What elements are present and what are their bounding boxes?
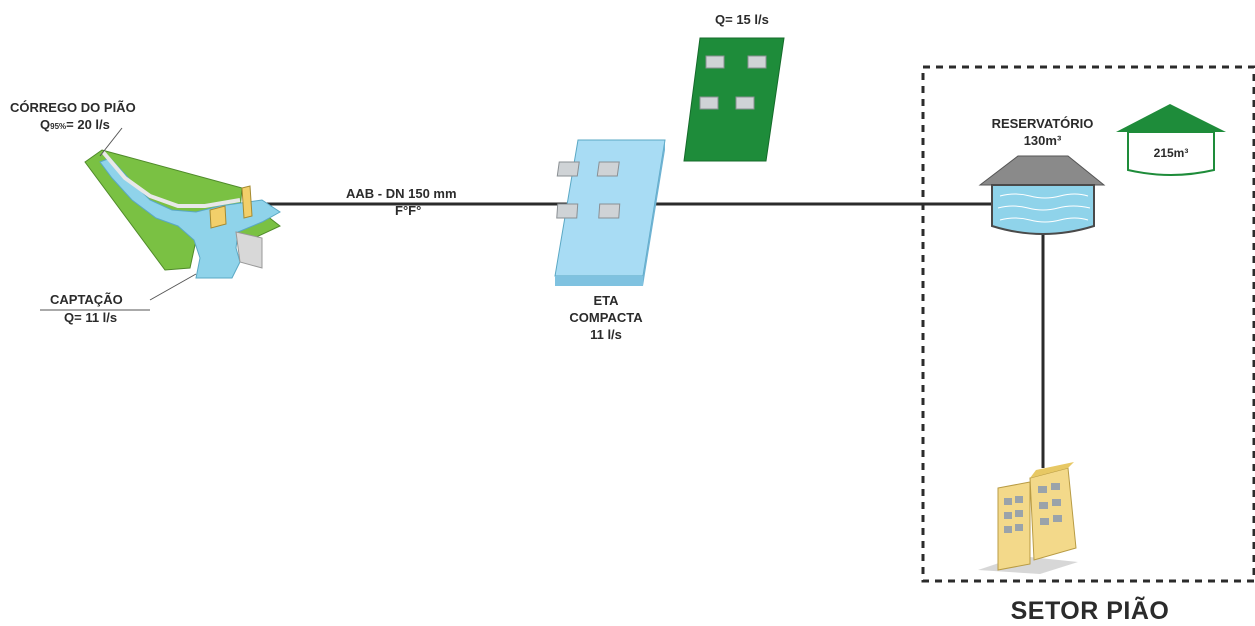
eta-name-line1: ETA [593,293,619,308]
intake-leader-line [149,273,197,301]
future-reservoir-icon [1116,104,1226,176]
eta-name-line2: COMPACTA [569,310,643,325]
future-plant-box [683,37,785,162]
eta-capacity-label: 11 l/s [590,327,622,342]
reservoir-volume-label: 130m³ [1023,133,1062,148]
intake-name-label: CAPTAÇÃO [50,292,123,307]
intake-illustration [84,149,281,279]
reservoir-name-label: RESERVATÓRIO [991,116,1094,131]
source-name-label: CÓRREGO DO PIÃO [10,100,136,115]
buildings-icon [978,462,1078,574]
source-flow-value: = 20 l/s [66,117,110,132]
intake-flow-label: Q= 11 l/s [64,310,118,325]
sector-boundary [921,65,1255,583]
future-plant-flow-label: Q= 15 l/s [715,12,769,27]
pipeline-label: AAB - DN 150 mm [346,186,457,201]
source-flow-prefix: Q [40,117,51,132]
source-leader-line [99,127,123,157]
sector-name-label: SETOR PIÃO [1010,597,1170,625]
future-reservoir-volume-label: 215m³ [1153,146,1189,160]
reservoir-icon [978,155,1106,235]
pipeline-material-label: F°F° [395,203,422,218]
eta-compacta-box [554,139,666,286]
source-flow-label: Q95%= 20 l/s [40,117,110,134]
source-flow-subscript: 95% [50,122,67,131]
